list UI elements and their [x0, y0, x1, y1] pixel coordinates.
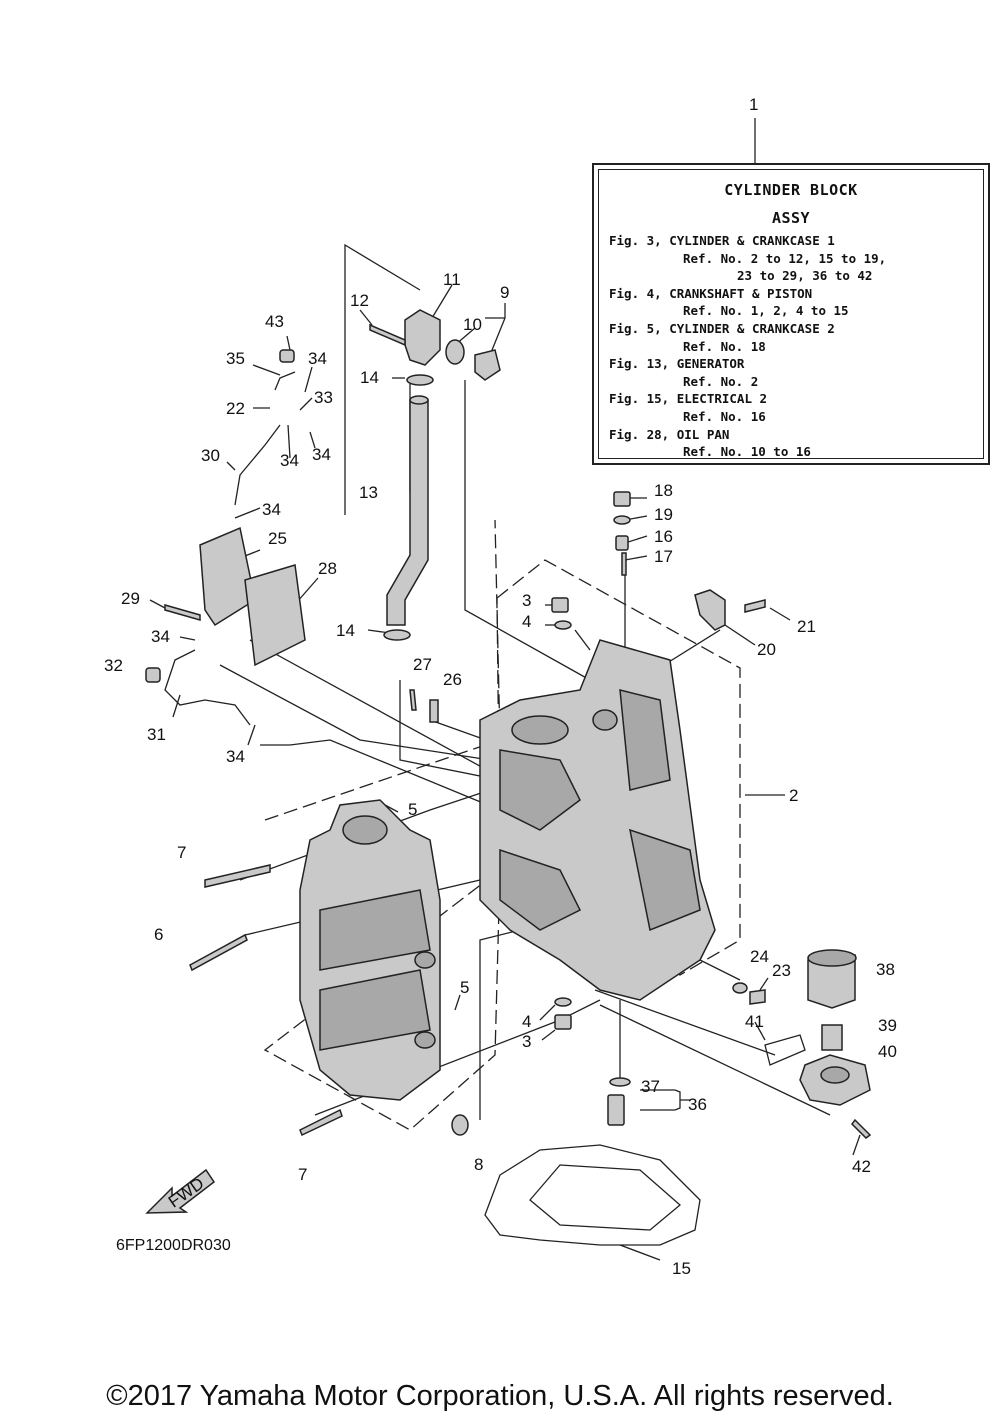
figure-ref-title: Fig. 13, GENERATOR	[609, 356, 745, 372]
cover-plate-part	[199, 526, 306, 667]
figure-ref-numbers: Ref. No. 16	[683, 408, 766, 424]
callout-20: 20	[757, 640, 776, 659]
callout-21: 21	[797, 617, 816, 636]
callout-10: 10	[463, 315, 482, 334]
box-title-line1: CYLINDER BLOCK	[724, 181, 858, 199]
callout-14: 14	[336, 621, 355, 640]
callout-28: 28	[318, 559, 337, 578]
thermostat-housing-part	[369, 309, 501, 381]
callout-40: 40	[878, 1042, 897, 1061]
callout-34: 34	[280, 451, 299, 470]
callout-1: 1	[749, 95, 759, 114]
diagram-code: 6FP1200DR030	[116, 1237, 231, 1254]
small-parts	[164, 491, 872, 1139]
figure-ref-numbers: Ref. No. 2 to 12, 15 to 19,	[683, 250, 887, 266]
figure-ref-title: Fig. 5, CYLINDER & CRANKCASE 2	[609, 320, 835, 336]
callout-31: 31	[147, 725, 166, 744]
callout-32: 32	[104, 656, 123, 675]
callout-4: 4	[522, 612, 531, 631]
callout-25: 25	[268, 529, 287, 548]
callout-9: 9	[500, 283, 509, 302]
figure-ref-numbers: Ref. No. 18	[683, 338, 766, 354]
figure-ref-numbers: Ref. No. 10 to 16	[683, 444, 811, 460]
callout-3: 3	[522, 1032, 531, 1051]
callout-37: 37	[641, 1077, 660, 1096]
gasket-part	[484, 1144, 701, 1246]
cylinder-part	[299, 799, 441, 1101]
callout-34: 34	[262, 500, 281, 519]
callout-labels: 2 3 3 4 4 5 5 6 7 7 8 9 10 11 12 13 14 1…	[104, 270, 897, 1278]
figure-ref-title: Fig. 3, CYLINDER & CRANKCASE 1	[609, 233, 835, 248]
callout-39: 39	[878, 1016, 897, 1035]
callout-6: 6	[154, 925, 163, 944]
callout-42: 42	[852, 1157, 871, 1176]
figure-reference-list: Fig. 3, CYLINDER & CRANKCASE 1 Ref. No. 2…	[609, 232, 973, 461]
callout-2: 2	[789, 786, 798, 805]
water-pipe-part	[383, 374, 434, 641]
callout-15: 15	[672, 1259, 691, 1278]
callout-24: 24	[750, 947, 769, 966]
hoses-part	[145, 349, 296, 726]
callout-3: 3	[522, 591, 531, 610]
callout-30: 30	[201, 446, 220, 465]
callout-19: 19	[654, 505, 673, 524]
callout-34: 34	[308, 349, 327, 368]
callout-12: 12	[350, 291, 369, 310]
callout-18: 18	[654, 481, 673, 500]
callout-4: 4	[522, 1012, 531, 1031]
fwd-arrow-icon: FWD	[145, 1168, 216, 1214]
copyright-notice: ©2017 Yamaha Motor Corporation, U.S.A. A…	[106, 1380, 894, 1412]
gasket-inner	[529, 1164, 682, 1231]
figure-ref-title: Fig. 15, ELECTRICAL 2	[609, 391, 768, 407]
figure-ref-title: Fig. 4, CRANKSHAFT & PISTON	[609, 285, 813, 301]
callout-17: 17	[654, 547, 673, 566]
callout-43: 43	[265, 312, 284, 331]
callout-7: 7	[177, 843, 186, 862]
crankcase-part	[479, 639, 716, 1001]
callout-13: 13	[359, 483, 378, 502]
callout-34: 34	[226, 747, 245, 766]
figure-ref-numbers: Ref. No. 2	[683, 373, 759, 389]
callout-8: 8	[474, 1155, 483, 1174]
fig-bracket	[344, 243, 421, 515]
assembly-info-box-inner: CYLINDER BLOCK ASSY Fig. 3, CYLINDER & C…	[598, 169, 984, 459]
callout-14: 14	[360, 368, 379, 387]
callout-16: 16	[654, 527, 673, 546]
callout-27: 27	[413, 655, 432, 674]
callout-23: 23	[772, 961, 791, 980]
callout-11: 11	[443, 270, 461, 289]
callout-5: 5	[460, 978, 469, 997]
callout-33: 33	[314, 388, 333, 407]
assembly-info-box: CYLINDER BLOCK ASSY Fig. 3, CYLINDER & C…	[592, 163, 990, 465]
figure-ref-numbers: 23 to 29, 36 to 42	[737, 268, 873, 284]
callout-5: 5	[408, 800, 417, 819]
callout-7: 7	[298, 1165, 307, 1184]
callout-38: 38	[876, 960, 895, 979]
figure-ref-title: Fig. 28, OIL PAN	[609, 426, 730, 442]
callout-36: 36	[688, 1095, 707, 1114]
figure-ref-numbers: Ref. No. 1, 2, 4 to 15	[683, 303, 849, 319]
callout-34: 34	[312, 445, 331, 464]
callout-41: 41	[745, 1012, 764, 1031]
box-title-line2: ASSY	[771, 209, 811, 227]
callout-35: 35	[226, 349, 245, 368]
callout-26: 26	[443, 670, 462, 689]
callout-22: 22	[226, 399, 245, 418]
callout-29: 29	[121, 589, 140, 608]
callout-34: 34	[151, 627, 170, 646]
